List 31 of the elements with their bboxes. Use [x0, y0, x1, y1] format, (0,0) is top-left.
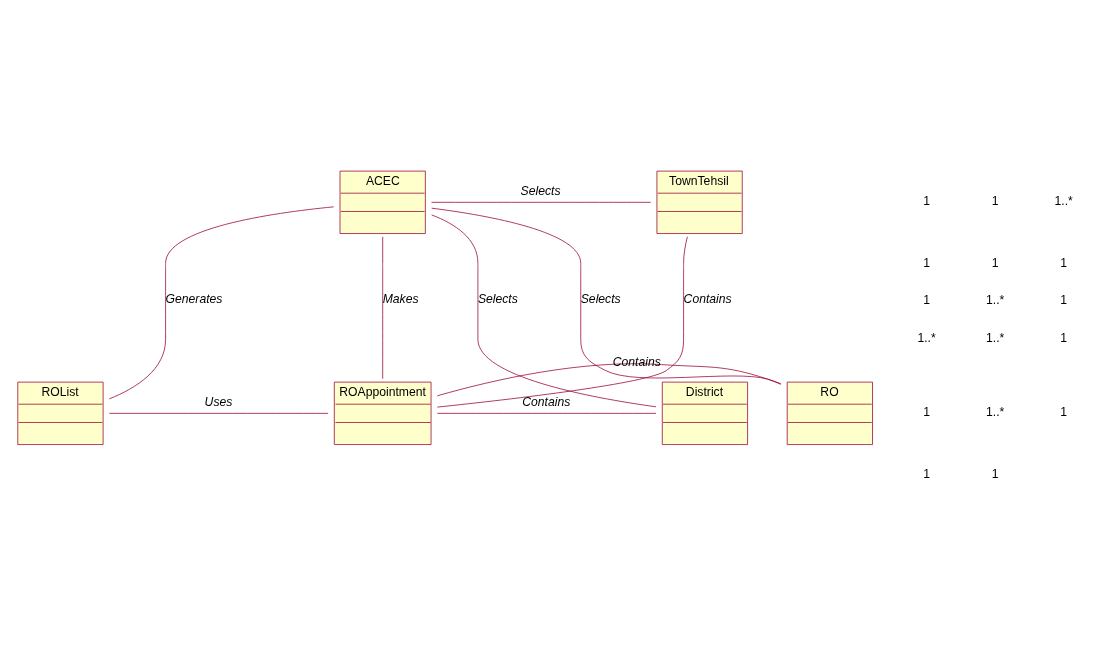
edge-label: Contains [683, 292, 732, 307]
label: 1..* [1054, 194, 1073, 209]
connector [431, 214, 657, 408]
label: 1..* [986, 405, 1005, 420]
label: 1 [991, 255, 999, 270]
edge-label: Selects [477, 292, 518, 307]
label: 1 [1060, 293, 1068, 308]
label: 1 [923, 194, 930, 209]
label: 1 [923, 293, 930, 308]
edge-label: Makes [382, 292, 419, 307]
edge-label: Uses [204, 395, 233, 410]
label: 1 [991, 466, 999, 481]
connector [436, 363, 782, 397]
label: 1 [923, 405, 930, 420]
edge-label: Selects [520, 184, 561, 199]
label: 1..* [986, 330, 1005, 345]
connector [431, 207, 782, 385]
edge-label: Contains [522, 395, 571, 410]
label: 1..* [986, 293, 1005, 308]
edge-label: Generates [165, 292, 223, 307]
edge-label: Selects [580, 292, 621, 307]
label: 1 [923, 255, 930, 270]
label: 1 [1060, 330, 1068, 345]
label: 1 [1060, 405, 1068, 420]
label: 1..* [917, 330, 936, 345]
label: 1 [991, 194, 999, 209]
label: 1 [1060, 255, 1068, 270]
connector [436, 236, 688, 408]
connector [108, 206, 335, 400]
label: 1 [923, 466, 930, 481]
edge-label: Contains [612, 354, 661, 369]
